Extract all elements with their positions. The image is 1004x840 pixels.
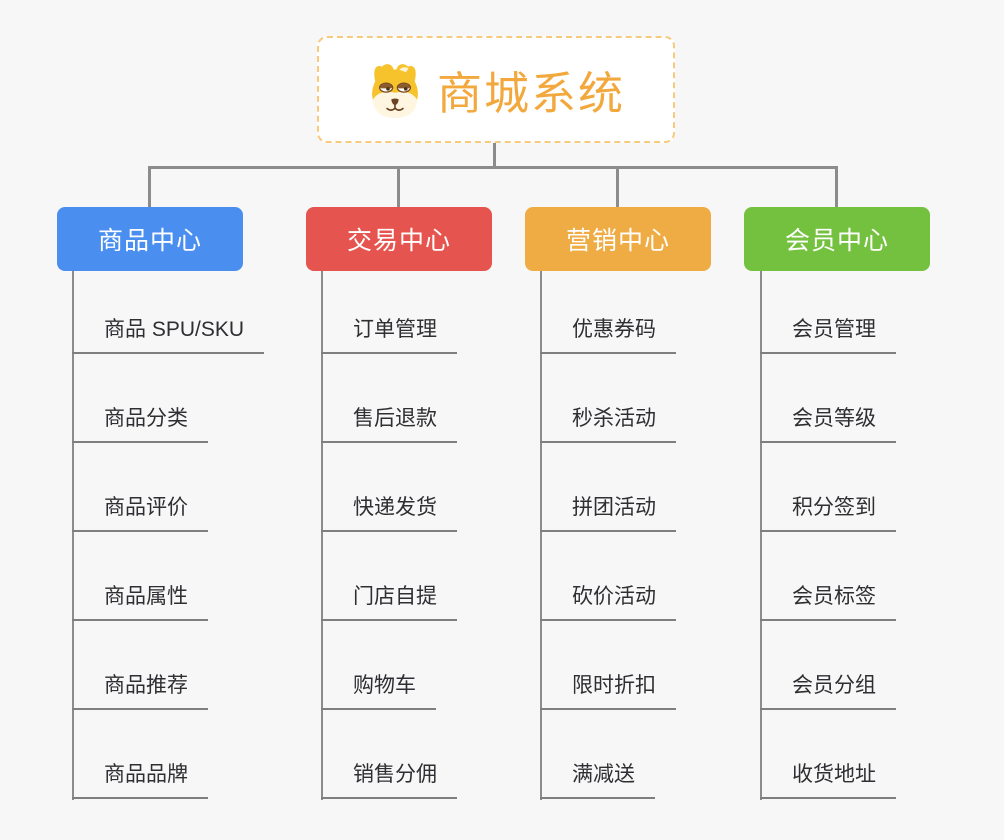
leaf-topic[interactable]: 快递发货: [321, 494, 457, 532]
connector-drop-product: [148, 166, 151, 207]
connector-drop-marketing: [616, 166, 619, 207]
branch-box-product-center[interactable]: 商品中心: [57, 207, 243, 271]
leaf-topic[interactable]: 商品属性: [72, 583, 208, 621]
leaf-topic[interactable]: 商品 SPU/SKU: [72, 316, 265, 354]
connector-trunk: [760, 271, 762, 800]
leaf-topic[interactable]: 订单管理: [321, 316, 457, 354]
branch-children-marketing-center: 优惠券码 秒杀活动 拼团活动 砍价活动 限时折扣 满减送: [540, 271, 676, 801]
leaf-topic[interactable]: 秒杀活动: [540, 405, 676, 443]
leaf-topic[interactable]: 限时折扣: [540, 672, 676, 710]
leaf-topic[interactable]: 优惠券码: [540, 316, 676, 354]
leaf-topic[interactable]: 购物车: [321, 672, 436, 710]
leaf-topic[interactable]: 门店自提: [321, 583, 457, 621]
leaf-topic[interactable]: 砍价活动: [540, 583, 676, 621]
leaf-topic[interactable]: 会员等级: [760, 405, 896, 443]
branch-box-member-center[interactable]: 会员中心: [744, 207, 930, 271]
leaf-topic[interactable]: 会员分组: [760, 672, 896, 710]
branch-children-product-center: 商品 SPU/SKU 商品分类 商品评价 商品属性 商品推荐 商品品牌: [72, 271, 265, 801]
connector-drop-trade: [397, 166, 400, 207]
root-title: 商城系统: [436, 68, 625, 119]
leaf-topic[interactable]: 售后退款: [321, 405, 457, 443]
branch-box-trade-center[interactable]: 交易中心: [306, 207, 492, 271]
leaf-topic[interactable]: 会员管理: [760, 316, 896, 354]
connector-trunk: [540, 271, 542, 800]
leaf-topic[interactable]: 收货地址: [760, 761, 896, 799]
connector-trunk: [72, 271, 74, 800]
leaf-topic[interactable]: 拼团活动: [540, 494, 676, 532]
branch-children-member-center: 会员管理 会员等级 积分签到 会员标签 会员分组 收货地址: [760, 271, 896, 801]
leaf-topic[interactable]: 积分签到: [760, 494, 896, 532]
root-topic[interactable]: 商城系统: [317, 36, 675, 143]
leaf-topic[interactable]: 商品评价: [72, 494, 208, 532]
leaf-topic[interactable]: 商品分类: [72, 405, 208, 443]
leaf-topic[interactable]: 商品品牌: [72, 761, 208, 799]
branch-box-marketing-center[interactable]: 营销中心: [525, 207, 711, 271]
leaf-topic[interactable]: 销售分佣: [321, 761, 457, 799]
connector-trunk: [321, 271, 323, 800]
leaf-topic[interactable]: 会员标签: [760, 583, 896, 621]
connector-horizontal: [148, 166, 838, 169]
connector-root-stem: [493, 143, 496, 169]
leaf-topic[interactable]: 商品推荐: [72, 672, 208, 710]
connector-drop-member: [835, 166, 838, 207]
branch-children-trade-center: 订单管理 售后退款 快递发货 门店自提 购物车 销售分佣: [321, 271, 457, 801]
dog-face-icon: [367, 61, 423, 119]
leaf-topic[interactable]: 满减送: [540, 761, 655, 799]
